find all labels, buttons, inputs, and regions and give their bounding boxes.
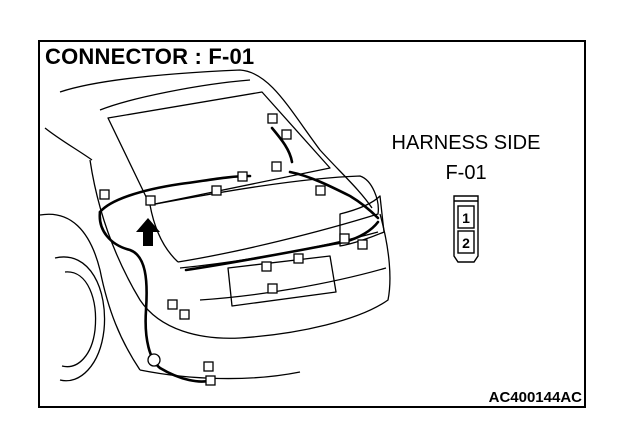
pin-label-2: 2 [462,235,470,251]
location-arrow-icon [136,218,160,246]
harness-connector-id: F-01 [445,162,487,184]
connector-title: CONNECTOR : F-01 [45,44,255,69]
harness-side-label: HARNESS SIDE [391,132,541,154]
pin-cavity-1 [457,205,475,229]
pin-label-1: 1 [462,210,470,226]
reference-code: AC400144AC [488,389,582,406]
pin-cavity-2 [457,230,475,254]
